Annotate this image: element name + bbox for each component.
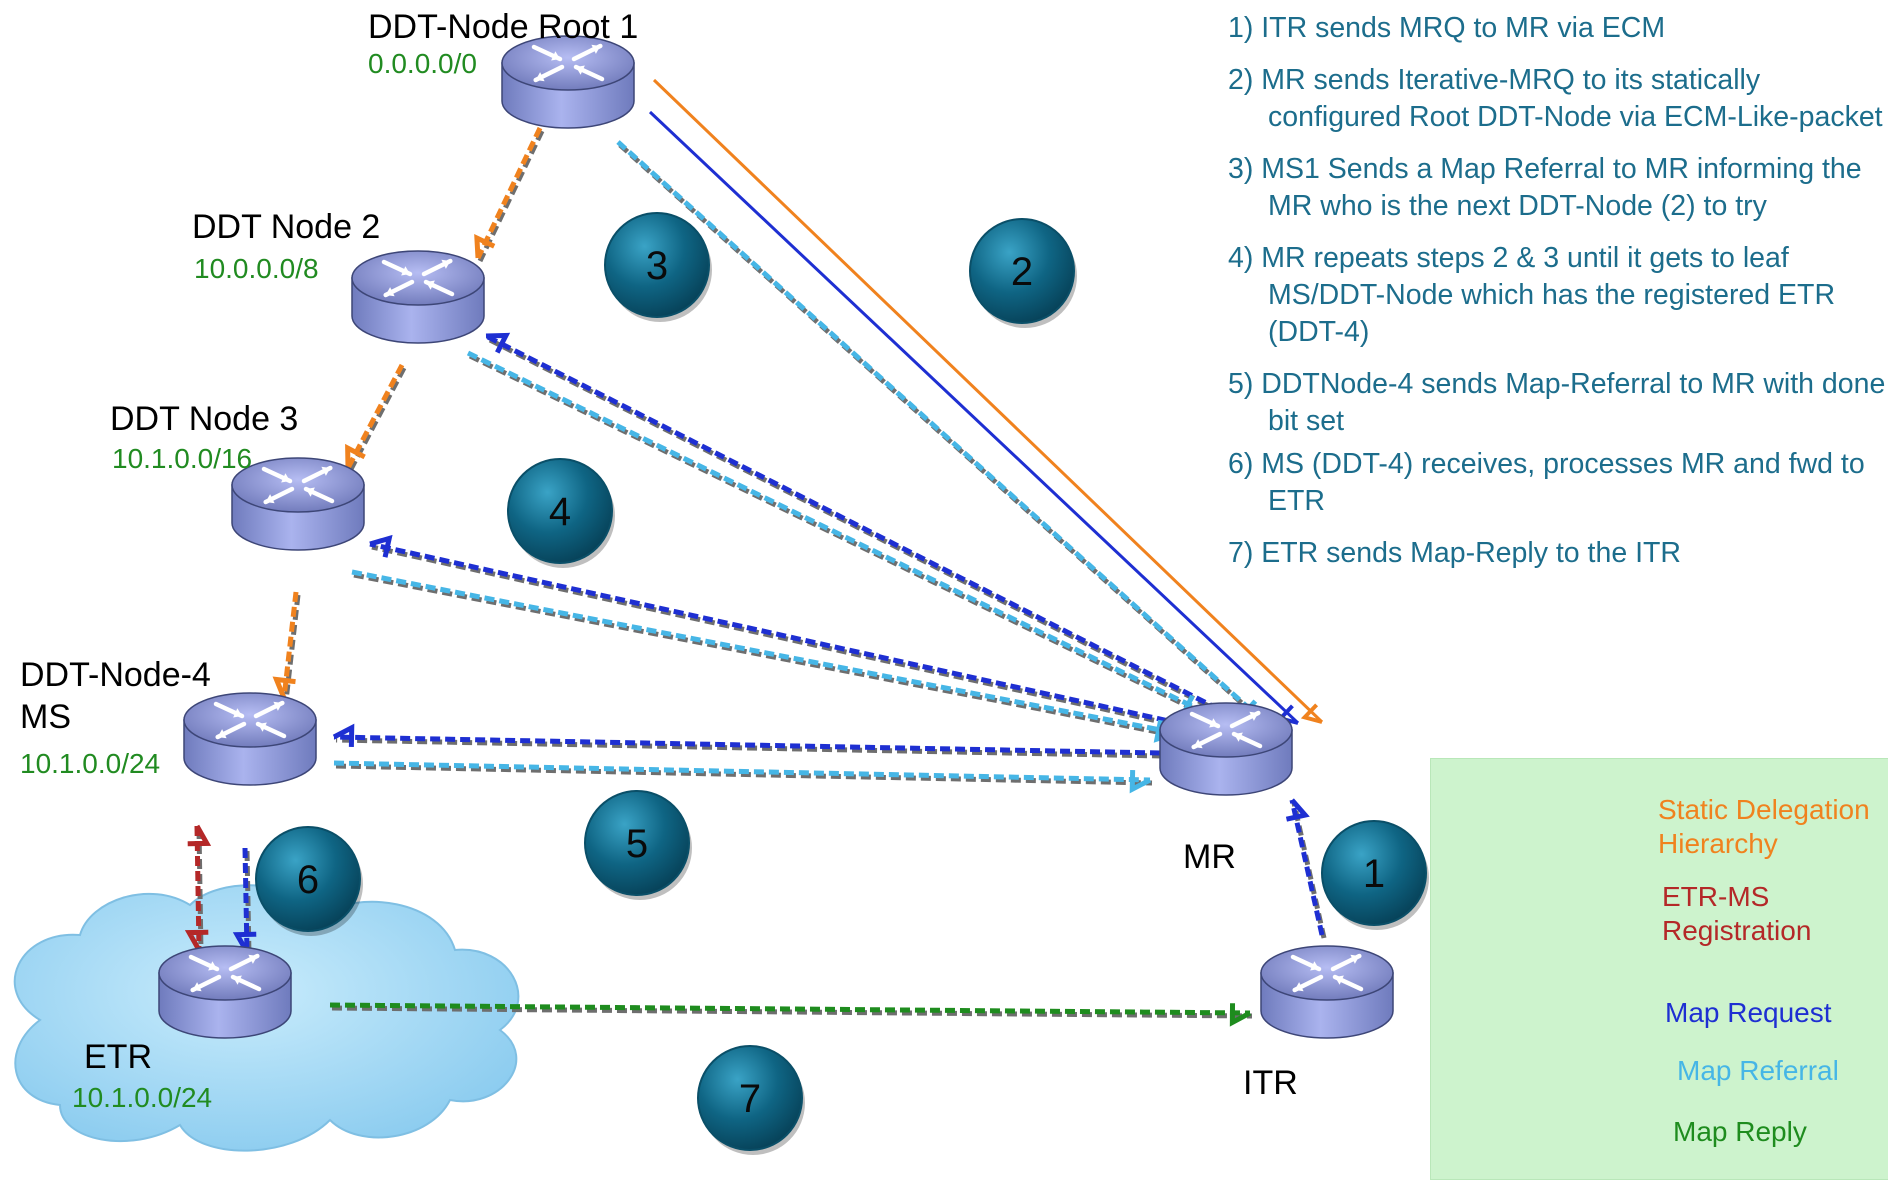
delegation-node3-to-node4 [272,591,301,702]
step-2: 2) MR sends Iterative-MRQ to its statica… [1228,64,1883,133]
itr-router-icon [1260,945,1394,1039]
step-4: 4) MR repeats steps 2 & 3 until it gets … [1228,242,1836,348]
step-3: 3) MS1 Sends a Map Referral to MR inform… [1228,153,1862,222]
step-badge-number: 1 [1363,852,1385,896]
step-1: 1) ITR sends MRQ to MR via ECM [1228,12,1666,44]
request-itr-to-mr [1285,798,1327,939]
legend-registration-line1: ETR-MS [1662,881,1770,912]
registration-etr-ms [184,824,212,954]
node2-name: DDT Node 2 [192,208,381,246]
request-mr-to-node2 [484,332,1236,722]
referral-node3-to-mr [351,569,1179,743]
root-node-name: DDT-Node Root 1 [368,8,639,46]
node4-prefix: 10.1.0.0/24 [20,748,161,779]
step-7: 7) ETR sends Map-Reply to the ITR [1228,537,1681,569]
referral-root-to-mr [616,140,1266,725]
legend-box [1430,758,1888,1180]
step-badge-number: 3 [646,244,668,288]
etr-router-icon [158,945,292,1039]
node4-role: MS [20,698,71,736]
request-ms-to-etr [232,847,257,956]
node3-name: DDT Node 3 [110,400,299,438]
legend-delegation-line2: Hierarchy [1658,828,1778,859]
node4-router-icon [183,692,317,786]
request-mr-to-node3 [369,534,1199,733]
step-badge-number: 4 [549,490,571,534]
step-badge-1: 1 [1321,820,1429,930]
legend-map-reply: Map Reply [1673,1116,1807,1147]
step-badge-number: 6 [297,858,319,902]
legend-delegation-line1: Static Delegation [1658,794,1870,825]
step-badge-3: 3 [604,212,712,322]
itr-name: ITR [1243,1064,1298,1102]
etr-name: ETR [84,1038,152,1076]
delegation-root-to-node2 [474,126,545,263]
legend-map-referral: Map Referral [1677,1055,1839,1086]
node3-prefix: 10.1.0.0/16 [112,443,253,474]
delegation-mr-to-root [652,78,1324,724]
step-badge-2: 2 [969,218,1077,328]
steps-list: 1) ITR sends MRQ to MR via ECM 2) MR sen… [1228,10,1888,587]
step-badge-4: 4 [507,458,615,568]
step-badge-6: 6 [255,826,363,936]
node2-router-icon [351,250,485,344]
referral-node4-to-mr [333,760,1153,794]
node4-name: DDT-Node-4 [20,656,211,694]
step-badges: 1 2 3 4 5 6 7 [255,212,1429,1155]
step-5: 5) DDTNode-4 sends Map-Referral to MR wi… [1228,368,1886,437]
request-mr-to-root [648,110,1300,725]
step-badge-number: 7 [739,1077,761,1121]
request-mr-to-node4 [332,723,1163,759]
connector-lines [184,78,1327,1027]
routers [158,35,1394,1039]
delegation-node2-to-node3 [345,363,407,473]
node2-prefix: 10.0.0.0/8 [194,253,319,284]
step-badge-number: 5 [626,822,648,866]
reply-etr-to-itr [329,1002,1253,1027]
root-node-prefix: 0.0.0.0/0 [368,48,477,79]
step-badge-7: 7 [697,1045,805,1155]
root-router-icon [501,35,635,129]
legend-map-request: Map Request [1665,997,1832,1028]
node3-router-icon [231,457,365,551]
mr-router-icon [1159,702,1293,796]
step-badge-5: 5 [584,790,692,900]
legend-registration-line2: Registration [1662,915,1812,946]
step-badge-number: 2 [1011,250,1033,294]
mr-name: MR [1183,838,1236,876]
etr-prefix: 10.1.0.0/24 [72,1082,213,1113]
step-6: 6) MS (DDT-4) receives, processes MR and… [1228,448,1865,517]
